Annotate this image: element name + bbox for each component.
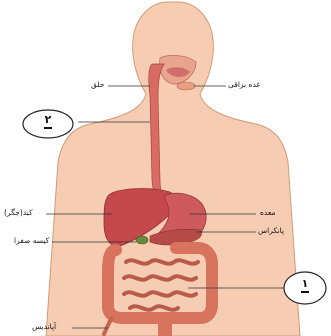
label-appendix: آپاندیس <box>32 322 56 331</box>
label-liver: کبد(جگر) <box>4 208 33 217</box>
label-halq: حلق <box>91 80 104 89</box>
callout-two-text: ۲ <box>45 113 52 126</box>
label-salivary-gland: غده بزاقی <box>228 80 260 89</box>
label-pancreas: پانکراس <box>258 226 284 235</box>
callout-two: ۲ <box>36 114 60 129</box>
callout-one: ۱ <box>293 278 317 293</box>
callout-one-text: ۱ <box>302 277 309 290</box>
label-gallbladder: کیسه صفرا <box>14 236 49 245</box>
torso-silhouette <box>46 2 300 336</box>
gallbladder <box>136 236 148 244</box>
rectum <box>158 318 172 336</box>
label-stomach: معده <box>260 208 276 217</box>
salivary-gland <box>177 82 195 90</box>
